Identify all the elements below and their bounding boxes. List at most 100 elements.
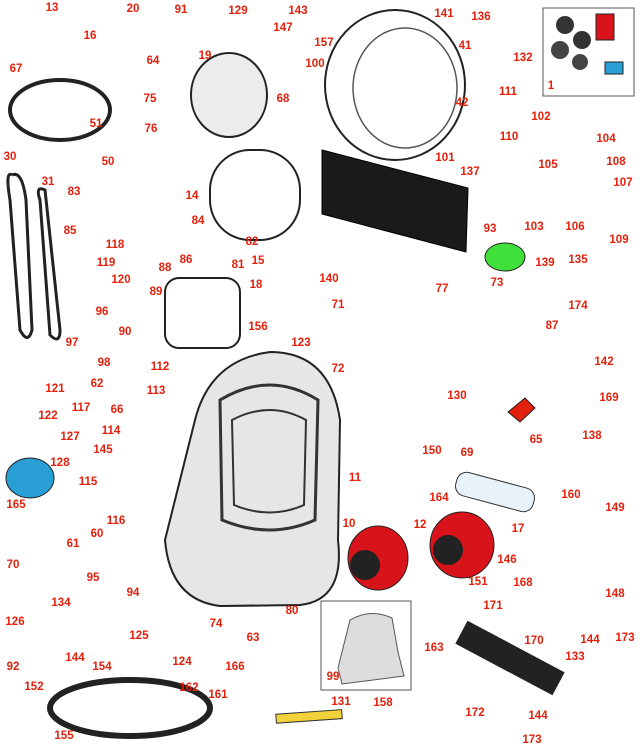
callout-157[interactable]: 157 (314, 37, 334, 49)
callout-74[interactable]: 74 (209, 618, 223, 630)
callout-93[interactable]: 93 (483, 223, 497, 235)
callout-92[interactable]: 92 (6, 661, 20, 673)
callout-117[interactable]: 117 (71, 402, 91, 414)
callout-136[interactable]: 136 (471, 11, 491, 23)
callout-161[interactable]: 161 (208, 689, 228, 701)
callout-31[interactable]: 31 (41, 176, 55, 188)
callout-119[interactable]: 119 (96, 257, 116, 269)
callout-164[interactable]: 164 (429, 492, 449, 504)
callout-149[interactable]: 149 (605, 502, 625, 514)
callout-138[interactable]: 138 (582, 430, 602, 442)
callout-83[interactable]: 83 (67, 186, 81, 198)
callout-135[interactable]: 135 (568, 254, 588, 266)
callout-65[interactable]: 65 (529, 434, 543, 446)
callout-103[interactable]: 103 (524, 221, 544, 233)
callout-163[interactable]: 163 (424, 642, 444, 654)
callout-156[interactable]: 156 (248, 321, 268, 333)
callout-61[interactable]: 61 (66, 538, 80, 550)
callout-143[interactable]: 143 (288, 5, 308, 17)
callout-130[interactable]: 130 (447, 390, 467, 402)
callout-87[interactable]: 87 (545, 320, 559, 332)
callout-166[interactable]: 166 (225, 661, 245, 673)
callout-129[interactable]: 129 (228, 5, 248, 17)
callout-124[interactable]: 124 (172, 656, 192, 668)
callout-95[interactable]: 95 (86, 572, 100, 584)
callout-170[interactable]: 170 (524, 635, 544, 647)
callout-144[interactable]: 144 (528, 710, 548, 722)
callout-142[interactable]: 142 (594, 356, 614, 368)
callout-89[interactable]: 89 (149, 286, 163, 298)
callout-11[interactable]: 11 (348, 472, 362, 484)
callout-165[interactable]: 165 (6, 499, 26, 511)
callout-10[interactable]: 10 (342, 518, 356, 530)
callout-17[interactable]: 17 (511, 523, 525, 535)
callout-131[interactable]: 131 (331, 696, 351, 708)
callout-71[interactable]: 71 (331, 299, 345, 311)
callout-105[interactable]: 105 (538, 159, 558, 171)
callout-139[interactable]: 139 (535, 257, 555, 269)
callout-85[interactable]: 85 (63, 225, 77, 237)
callout-126[interactable]: 126 (5, 616, 25, 628)
callout-116[interactable]: 116 (106, 515, 126, 527)
callout-146[interactable]: 146 (497, 554, 517, 566)
callout-172[interactable]: 172 (465, 707, 485, 719)
callout-120[interactable]: 120 (111, 274, 131, 286)
callout-150[interactable]: 150 (422, 445, 442, 457)
callout-94[interactable]: 94 (126, 587, 140, 599)
callout-97[interactable]: 97 (65, 337, 79, 349)
callout-64[interactable]: 64 (146, 55, 160, 67)
callout-171[interactable]: 171 (483, 600, 503, 612)
callout-122[interactable]: 122 (38, 410, 58, 422)
callout-77[interactable]: 77 (435, 283, 449, 295)
callout-50[interactable]: 50 (101, 156, 115, 168)
callout-155[interactable]: 155 (54, 730, 74, 742)
callout-75[interactable]: 75 (143, 93, 157, 105)
callout-13[interactable]: 13 (45, 2, 59, 14)
callout-60[interactable]: 60 (90, 528, 104, 540)
callout-148[interactable]: 148 (605, 588, 625, 600)
callout-72[interactable]: 72 (331, 363, 345, 375)
callout-134[interactable]: 134 (51, 597, 71, 609)
callout-19[interactable]: 19 (198, 50, 212, 62)
callout-174[interactable]: 174 (568, 300, 588, 312)
callout-62[interactable]: 62 (90, 378, 104, 390)
callout-158[interactable]: 158 (373, 697, 393, 709)
callout-67[interactable]: 67 (9, 63, 23, 75)
callout-109[interactable]: 109 (609, 234, 629, 246)
callout-144[interactable]: 144 (65, 652, 85, 664)
callout-162[interactable]: 162 (179, 682, 199, 694)
callout-104[interactable]: 104 (596, 133, 616, 145)
callout-110[interactable]: 110 (499, 131, 519, 143)
callout-145[interactable]: 145 (93, 444, 113, 456)
callout-173[interactable]: 173 (522, 734, 542, 746)
callout-1[interactable]: 1 (547, 80, 555, 92)
callout-137[interactable]: 137 (460, 166, 480, 178)
callout-73[interactable]: 73 (490, 277, 504, 289)
callout-41[interactable]: 41 (458, 40, 472, 52)
callout-113[interactable]: 113 (146, 385, 166, 397)
callout-63[interactable]: 63 (246, 632, 260, 644)
callout-132[interactable]: 132 (513, 52, 533, 64)
callout-154[interactable]: 154 (92, 661, 112, 673)
callout-115[interactable]: 115 (78, 476, 98, 488)
callout-133[interactable]: 133 (565, 651, 585, 663)
callout-30[interactable]: 30 (3, 151, 17, 163)
callout-51[interactable]: 51 (89, 118, 103, 130)
callout-66[interactable]: 66 (110, 404, 124, 416)
callout-14[interactable]: 14 (185, 190, 199, 202)
callout-68[interactable]: 68 (276, 93, 290, 105)
callout-91[interactable]: 91 (174, 4, 188, 16)
callout-108[interactable]: 108 (606, 156, 626, 168)
callout-127[interactable]: 127 (60, 431, 80, 443)
callout-90[interactable]: 90 (118, 326, 132, 338)
callout-99[interactable]: 99 (326, 671, 340, 683)
callout-147[interactable]: 147 (273, 22, 293, 34)
callout-69[interactable]: 69 (460, 447, 474, 459)
callout-141[interactable]: 141 (434, 8, 454, 20)
callout-111[interactable]: 111 (499, 86, 517, 98)
callout-107[interactable]: 107 (613, 177, 633, 189)
callout-42[interactable]: 42 (455, 97, 469, 109)
callout-84[interactable]: 84 (191, 215, 205, 227)
callout-16[interactable]: 16 (83, 30, 97, 42)
callout-96[interactable]: 96 (95, 306, 109, 318)
